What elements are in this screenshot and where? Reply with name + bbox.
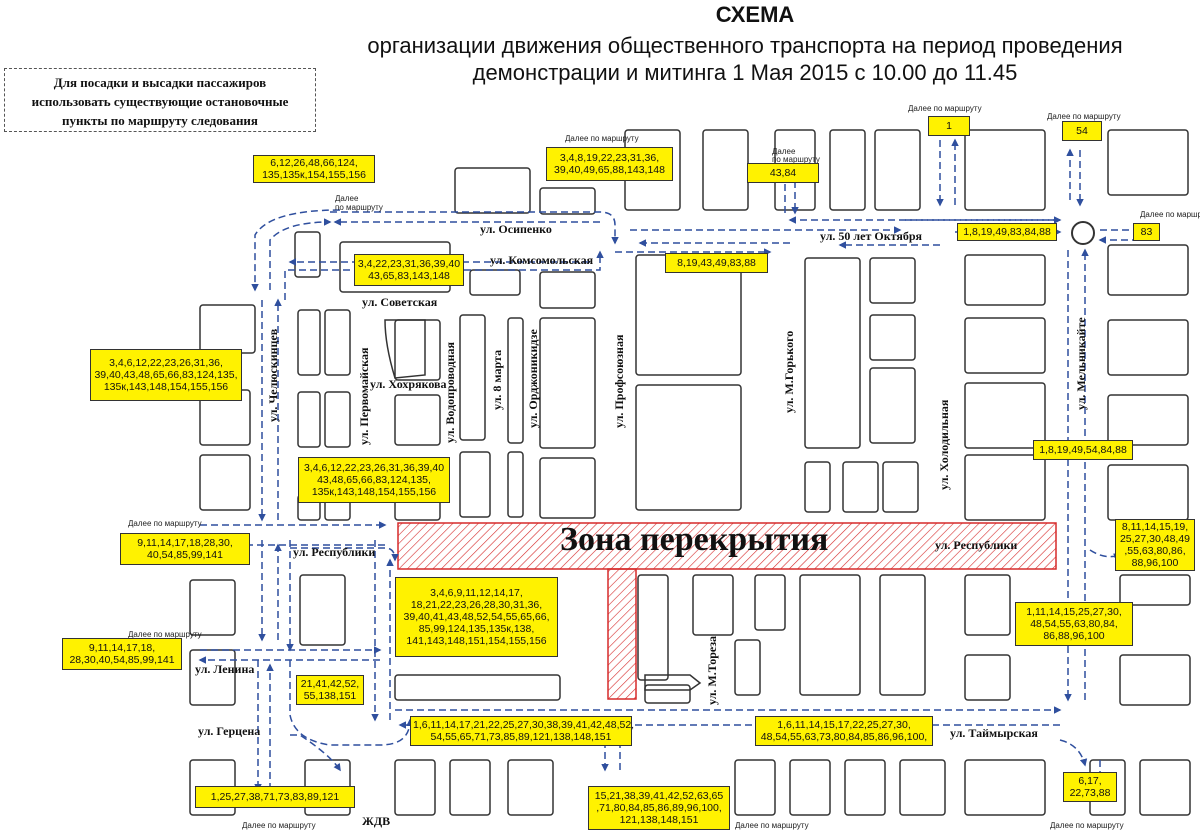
closure-zone-label: Зона перекрытия [560, 521, 829, 558]
street-khokhryakova: ул. Хохрякова [370, 377, 447, 391]
route-box: 8,11,14,15,19,25,27,30,48,49,55,63,80,86… [1115, 519, 1195, 571]
further-label: Далее по маршруту [1047, 112, 1121, 121]
route-box: 1,25,27,38,71,73,83,89,121 [195, 786, 355, 808]
route-box: 3,4,6,12,22,23,26,31,36,39,40,43,48,65,6… [90, 349, 242, 401]
street-zhdv: ЖДВ [362, 814, 391, 828]
further-label: Далее по маршруту [735, 821, 809, 830]
street-komsomolskaya: ул. Комсомольская [490, 253, 594, 267]
route-box: 83 [1133, 223, 1160, 241]
further-label-short2: по маршруту [335, 203, 383, 212]
further-label-short2: по маршруту [772, 155, 820, 164]
route-box: 8,19,43,49,83,88 [665, 253, 768, 273]
note-line: Для посадки и высадки пассажиров [53, 75, 267, 90]
irregular-block [644, 674, 702, 691]
street-profsoyuznaya: ул. Профсоюзная [612, 334, 626, 428]
map-subtitle-line1: организации движения общественного транс… [367, 33, 1123, 58]
street-sovetskaya: ул. Советская [362, 295, 438, 309]
street-vodoprovodnaya: ул. Водопроводная [443, 342, 457, 443]
route-box: 6,17,22,73,88 [1063, 772, 1117, 802]
street-gertsena: ул. Герцена [198, 724, 261, 738]
route-box: 9,11,14,17,18,28,30,40,54,85,99,141 [120, 533, 250, 565]
street-pervomayskaya: ул. Первомайская [357, 347, 371, 446]
further-label: Далее по маршруту [1140, 210, 1200, 219]
street-chelyuskintsev: ул. Челюскинцев [266, 328, 280, 422]
route-box: 1,8,19,49,54,84,88 [1033, 440, 1133, 460]
street-respubliki-zone: ул. Республики [935, 538, 1018, 552]
street-osipenko: ул. Осипенко [480, 222, 552, 236]
further-label: Далее по маршруту [128, 519, 202, 528]
further-label-short: Далее [335, 194, 359, 203]
further-label: Далее по маршруту [242, 821, 316, 830]
route-box: 43,84 [747, 163, 819, 183]
route-box: 3,4,6,9,11,12,14,17,18,21,22,23,26,28,30… [395, 577, 558, 657]
route-box: 1,8,19,49,83,84,88 [957, 223, 1057, 241]
route-box: 1,11,14,15,25,27,30,48,54,55,63,80,84,86… [1015, 602, 1133, 646]
street-50-let-oktyabrya: ул. 50 лет Октября [820, 229, 923, 243]
route-box: 6,12,26,48,66,124,135,135к,154,155,156 [253, 155, 375, 183]
closure-zone [397, 522, 1057, 700]
street-m-toreza: ул. М.Тореза [705, 635, 719, 705]
map-title: СХЕМА [715, 2, 795, 27]
street-8-marta: ул. 8 марта [490, 349, 504, 410]
street-melnikayte: ул. Мельникайте [1074, 317, 1088, 410]
route-box: 54 [1062, 121, 1102, 141]
street-respubliki: ул. Республики [293, 545, 376, 559]
note-line: использовать существующие остановочные [31, 94, 289, 109]
roundabout [1071, 221, 1095, 245]
further-label: Далее по маршруту [565, 134, 639, 143]
street-taymyrskaya: ул. Таймырская [950, 726, 1038, 740]
further-label: Далее по маршруту [1050, 821, 1124, 830]
street-m-gorkogo: ул. М.Горького [782, 330, 796, 413]
street-lenina: ул. Ленина [195, 662, 255, 676]
note-line: пункты по маршруту следования [62, 113, 258, 128]
route-box: 9,11,14,17,18,28,30,40,54,85,99,141 [62, 638, 182, 670]
route-box: 1,6,11,14,15,17,22,25,27,30,48,54,55,63,… [755, 716, 933, 746]
street-ordzhonikidze: ул. Орджоникидзе [526, 329, 540, 428]
route-box: 3,4,8,19,22,23,31,36,39,40,49,65,88,143,… [546, 147, 673, 181]
curved-block [384, 319, 426, 379]
route-box: 1 [928, 116, 970, 136]
street-kholodilnaya: ул. Холодильная [937, 399, 951, 490]
boarding-note: Для посадки и высадки пассажиров использ… [4, 68, 316, 132]
route-box: 21,41,42,52,55,138,151 [296, 675, 364, 705]
further-label: Далее по маршруту [128, 630, 202, 639]
route-box: 15,21,38,39,41,42,52,63,65,71,80,84,85,8… [588, 786, 730, 830]
further-label-short: Далее [772, 147, 796, 156]
map-subtitle-line2: демонстрации и митинга 1 Мая 2015 с 10.0… [472, 60, 1018, 85]
further-label: Далее по маршруту [908, 104, 982, 113]
route-box: 1,6,11,14,17,21,22,25,27,30,38,39,41,42,… [410, 716, 634, 746]
